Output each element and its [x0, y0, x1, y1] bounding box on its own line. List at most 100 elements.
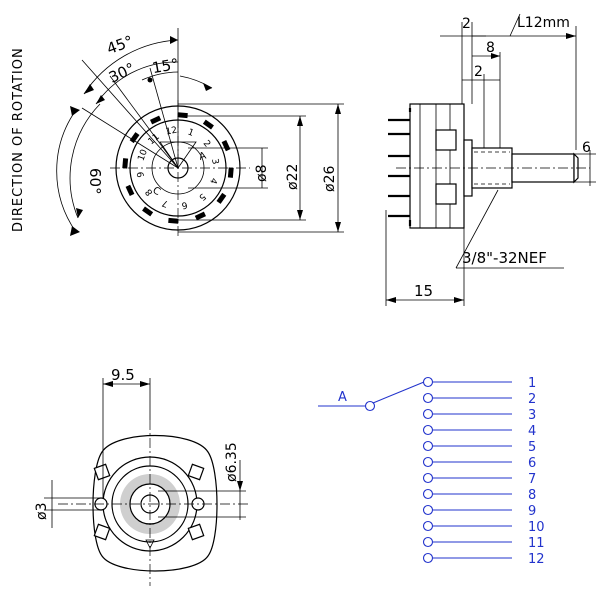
dim9_5-label: 9.5 — [111, 366, 135, 384]
contact-block — [177, 112, 188, 119]
angle-arrow-45a — [84, 84, 94, 94]
contact-block — [168, 217, 179, 224]
ref-line-30 — [109, 75, 179, 169]
dim15-label: 15 — [414, 282, 433, 300]
phi26-arrow-top — [335, 104, 341, 114]
contact-ring — [122, 112, 234, 224]
pivot-dot — [147, 77, 153, 83]
wafer-number: 11 — [147, 132, 162, 147]
contact-block — [227, 167, 234, 178]
schematic-terminal — [422, 408, 434, 420]
phi635-label: ø6.35 — [224, 442, 240, 482]
schematic-common-terminal — [364, 400, 376, 412]
angle-arrow-60 — [76, 208, 83, 218]
contact-block — [122, 158, 129, 169]
schematic-input-label: A — [338, 390, 347, 405]
schematic-terminal — [422, 536, 434, 548]
rotation-arrow-head-bottom — [70, 226, 80, 236]
dim15-arrow-right — [454, 297, 464, 303]
schematic-position-label: 11 — [528, 536, 545, 551]
rear-tab-bl — [93, 523, 111, 541]
angle-arrow-30a — [96, 95, 105, 104]
schematic-position-label: 6 — [528, 456, 536, 471]
contact-block — [216, 192, 227, 204]
angle-15-label: 15° — [151, 55, 180, 77]
phi3-label: ø3 — [34, 503, 50, 520]
schematic-position-label: 3 — [528, 408, 536, 423]
angle-arrow-45b — [170, 36, 178, 44]
dim8-label: 8 — [486, 40, 495, 56]
angle-60-label: 60° — [86, 168, 104, 195]
rear-view: 9.5 ø3 ø6.35 — [34, 366, 248, 586]
thread-leader — [455, 189, 499, 269]
dim2-top-label: 2 — [462, 16, 471, 32]
wafer-number: 3 — [209, 158, 220, 165]
angle-45-label: 45° — [104, 32, 135, 58]
dim9_5-arrow-left — [103, 381, 113, 387]
wafer-number: 4 — [207, 176, 218, 185]
wafer-number: 6 — [180, 199, 188, 210]
schematic-terminal — [422, 520, 434, 532]
phi8-label: ø8 — [254, 165, 270, 182]
phi22-arrow-bottom — [297, 210, 303, 220]
phi635-arrow — [237, 481, 243, 491]
phi22-label: ø22 — [285, 164, 301, 190]
dim-l12-leader — [509, 13, 521, 37]
rear-notch — [145, 539, 155, 549]
rotor-wedge — [159, 141, 197, 169]
phi26-label: ø26 — [322, 166, 338, 192]
thread-label: 3/8"-32NEF — [462, 249, 547, 267]
wafer-number: 1 — [186, 128, 195, 139]
contact-block — [194, 211, 206, 221]
schematic-terminal — [422, 424, 434, 436]
ref-line-45 — [81, 59, 179, 169]
dim15-arrow-left — [386, 297, 396, 303]
side-view: 2 L12mm 8 2 6 — [385, 13, 596, 306]
rear-tab-tl — [93, 463, 111, 481]
contact-block — [142, 206, 154, 217]
dim9_5-arrow-right — [140, 381, 150, 387]
rotation-arrow-head-top — [70, 106, 80, 116]
rotor-a-label: A — [198, 150, 208, 162]
schematic-position-label: 7 — [528, 472, 536, 487]
schematic-terminal — [422, 504, 434, 516]
ref-line-15 — [149, 67, 179, 169]
dim2-mid-label: 2 — [474, 64, 483, 80]
contact-block — [150, 115, 162, 125]
dim6-label: 6 — [582, 140, 591, 156]
angle-arc-30 — [95, 61, 179, 105]
side-wafer-tab-bottom — [435, 183, 457, 205]
angle-30-label: 30° — [106, 59, 138, 87]
wafer-number: 7 — [161, 197, 170, 208]
front-view: DIRECTION OF ROTATION 45° 30° 15° 60° — [11, 28, 344, 236]
dim-l12-label: L12mm — [517, 15, 570, 31]
side-pins — [388, 108, 412, 226]
schematic-position-label: 10 — [528, 520, 545, 535]
schematic-position-label: 12 — [528, 552, 545, 567]
contact-block — [221, 140, 231, 152]
schematic-terminal — [422, 440, 434, 452]
angle-arc-45 — [83, 39, 179, 95]
side-wafer-tab-top — [435, 129, 457, 151]
wafer-number: 9 — [136, 170, 147, 178]
schematic-terminal — [422, 392, 434, 404]
schematic-position-label: 5 — [528, 440, 536, 455]
side-body — [409, 103, 465, 229]
dim8-arrow — [491, 53, 500, 59]
schematic-terminal — [422, 488, 434, 500]
schematic-position-label: 4 — [528, 424, 536, 439]
dim-l12-arrow — [566, 33, 576, 39]
direction-label: DIRECTION OF ROTATION — [11, 47, 26, 232]
schematic-position-label: 1 — [528, 376, 536, 391]
rotation-arc-left — [56, 109, 77, 233]
contact-block — [202, 119, 214, 130]
schematic-position-label: 2 — [528, 392, 536, 407]
wafer-number: 12 — [165, 126, 178, 138]
wafer-number: 2 — [201, 139, 212, 150]
schematic-terminal — [422, 552, 434, 564]
schematic-terminal — [422, 376, 434, 388]
schematic-wiper — [372, 381, 425, 404]
